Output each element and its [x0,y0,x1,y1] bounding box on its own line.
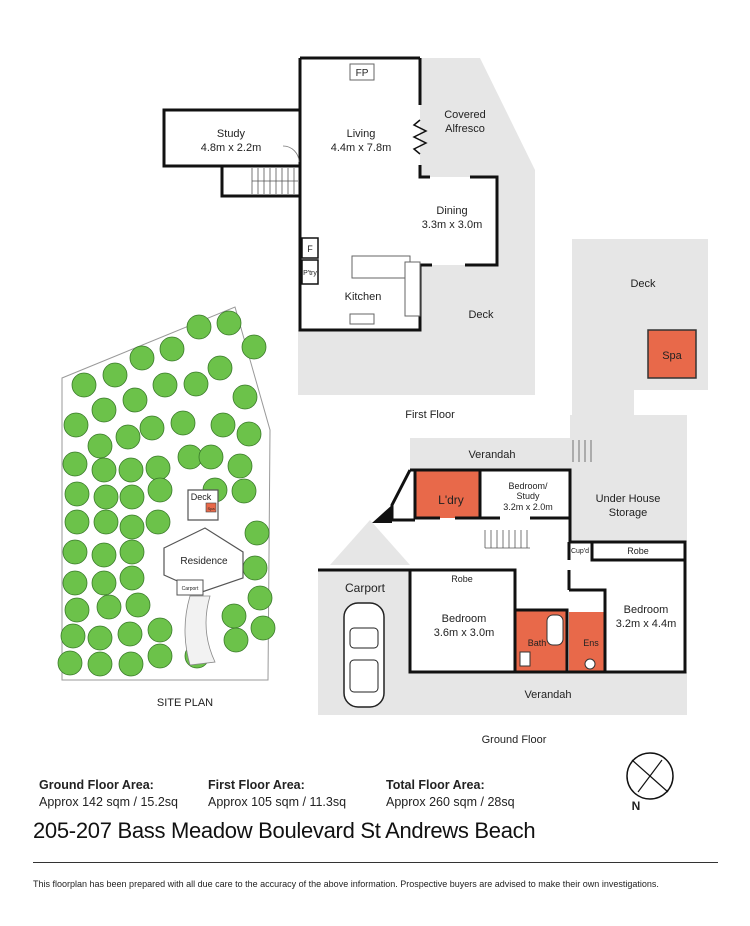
kitchen-label: Kitchen [345,291,382,303]
under-house-label-2: Storage [609,507,648,519]
robe-right-label: Robe [627,546,649,556]
ground-floor-area-label: Ground Floor Area: [39,778,154,792]
bedroom-right-label: Bedroom [624,604,669,616]
stairs-ground-floor [484,440,592,549]
study-door [282,145,300,163]
vanity-icon [519,651,531,667]
total-floor-area-value: Approx 260 sqm / 28sq [386,795,515,809]
plan-labels: Study 4.8m x 2.2m Living 4.4m x 7.8m FP … [157,68,683,810]
floorplan-drawing: Study 4.8m x 2.2m Living 4.4m x 7.8m FP … [57,56,708,810]
bedroom-left-label: Bedroom [442,613,487,625]
spa-label: Spa [662,350,682,362]
laundry-room [415,470,480,518]
divider-line [33,862,718,863]
bedroom-study-label-1: Bedroom/ [508,481,548,491]
dining-dims: 3.3m x 3.0m [422,219,483,231]
compass-north-label: N [632,799,641,810]
alfresco-label: Alfresco [445,123,485,135]
verandah-bottom-label: Verandah [524,689,571,701]
bathtub-icon [546,614,564,646]
living-dims: 4.4m x 7.8m [331,142,392,154]
site-deck [187,489,219,521]
site-carport [176,579,204,596]
site-spa [205,502,217,513]
wall-wedge [372,505,392,523]
living-label: Living [347,128,376,140]
total-floor-area: Total Floor Area: Approx 260 sqm / 28sq [386,777,515,811]
fridge-box [301,237,319,259]
deck-label: Deck [468,309,494,321]
car-icon [343,602,385,708]
compass-icon [626,752,674,800]
first-floor-area: First Floor Area: Approx 105 sqm / 11.3s… [208,777,346,811]
first-floor-walls [298,56,499,332]
ground-floor-title: Ground Floor [482,734,547,746]
laundry-label: L'dry [438,493,464,507]
ens-label: Ens [583,638,599,648]
kitchen-counter [404,261,421,317]
site-plan-title: SITE PLAN [157,697,213,709]
bath-label: Bath [528,638,547,648]
pantry-box [301,259,319,285]
covered-label: Covered [444,109,486,121]
spa-tub [647,329,697,379]
cupd-label: Cup'd [571,548,589,555]
robe-left-label: Robe [451,574,473,584]
site-carport-label: Carport [182,586,199,592]
kitchen-island [351,255,411,279]
under-house-label-1: Under House [596,493,661,505]
verandah-top-label: Verandah [468,449,515,461]
toilet-icon [584,658,596,670]
first-floor-interior [300,58,420,330]
study-room [162,108,302,168]
stairs-first-floor [251,168,298,194]
ground-floor-area-value: Approx 142 sqm / 15.2sq [39,795,178,809]
verandah-bottom-area [410,672,687,715]
site-residence [163,527,244,593]
site-deck-label: Deck [191,492,212,502]
disclaimer-text: This floorplan has been prepared with al… [33,879,659,889]
upper-deck-label: Deck [630,278,656,290]
dining-area [420,177,497,265]
site-plan [57,306,276,681]
study-label: Study [217,128,246,140]
site-spa-label: Spa [207,506,215,511]
bedroom-study-label-2: Study [516,491,540,501]
sink-icon [349,313,375,325]
bedroom-right-dims: 3.2m x 4.4m [616,618,677,630]
total-floor-area-label: Total Floor Area: [386,778,485,792]
carport-label: Carport [345,581,386,595]
first-floor-deck [298,58,535,395]
study-dims: 4.8m x 2.2m [201,142,262,154]
ground-floor-plan [318,415,687,715]
site-driveway [184,595,216,666]
site-residence-label: Residence [180,556,228,567]
fireplace-icon [349,63,375,81]
property-address: 205-207 Bass Meadow Boulevard St Andrews… [33,818,536,843]
first-floor-plan [162,56,708,440]
verandah-top-area [410,438,570,470]
first-floor-area-value: Approx 105 sqm / 11.3sq [208,795,347,809]
dining-label: Dining [436,205,467,217]
pantry-label: P'try [303,270,317,277]
fridge-label: F [307,244,313,254]
under-house-area [570,415,687,542]
first-floor-area-label: First Floor Area: [208,778,305,792]
first-floor-title: First Floor [405,409,455,421]
entry-wedge [330,520,410,565]
fireplace-label: FP [356,68,369,79]
bedroom-study-dims: 3.2m x 2.0m [503,502,553,512]
ground-floor-area: Ground Floor Area: Approx 142 sqm / 15.2… [39,777,178,811]
ground-floor-walls [318,468,687,674]
bedroom-left-dims: 3.6m x 3.0m [434,627,495,639]
partition-zigzag [412,119,428,155]
